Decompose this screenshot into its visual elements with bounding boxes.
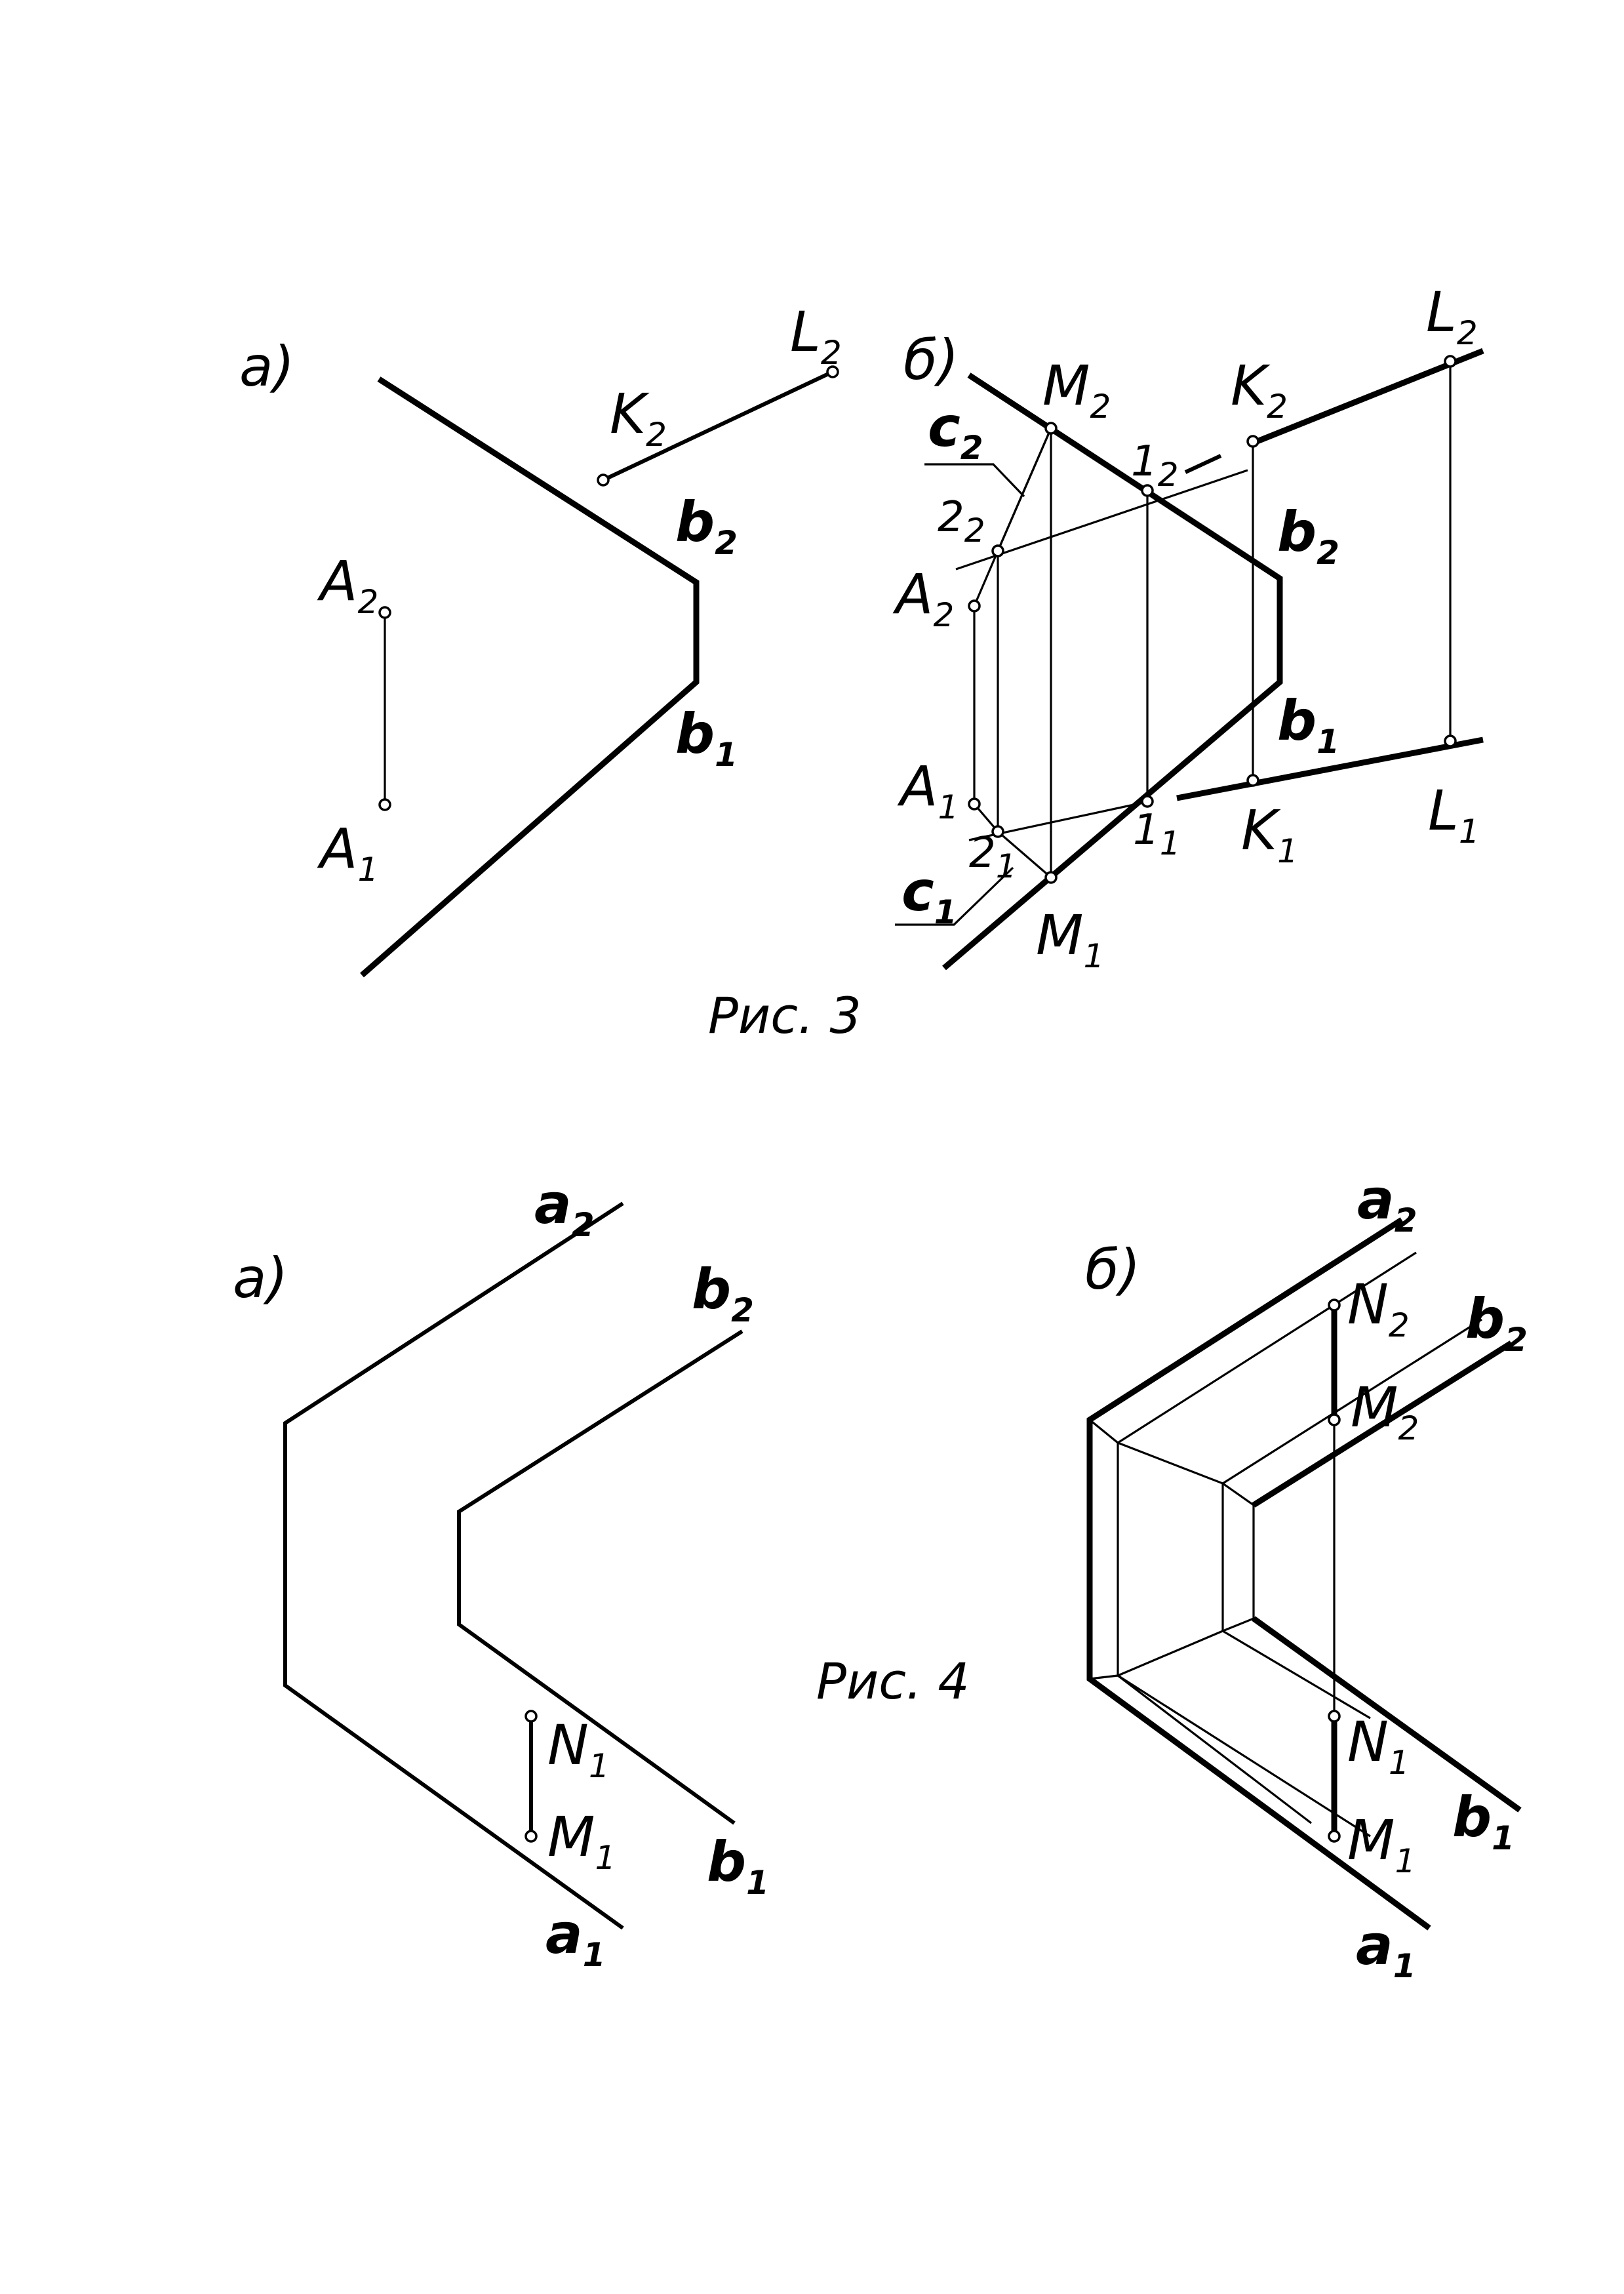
fig4b-label-m2: M2 (1351, 1375, 1419, 1447)
fig3b-label-b2: b2 (1277, 500, 1339, 572)
fig4a-label-m1: M1 (547, 1805, 616, 1877)
fig3b-label-m1: M1 (1036, 903, 1104, 975)
fig3b-label-k2: K2 (1231, 353, 1288, 426)
fig3a-point-a2 (378, 606, 391, 619)
fig3b-line-c2 (955, 469, 1248, 571)
fig3b-label-22: 22 (938, 493, 985, 550)
fig3b-label-k1: K1 (1241, 798, 1298, 870)
fig4b-label-b2: b2 (1465, 1287, 1528, 1359)
fig4a: а) a2 b2 N1 M1 b1 a1 (233, 1172, 769, 1974)
fig4a-point-m1 (525, 1830, 538, 1843)
fig4a-point-n1 (525, 1710, 538, 1723)
fig3b-point-m1 (1044, 871, 1058, 884)
fig3b-point-m2 (1044, 422, 1058, 435)
fig4b-label-m1: M1 (1347, 1808, 1416, 1880)
fig4b-point-m2 (1328, 1413, 1341, 1426)
fig4a-label-b2: b2 (692, 1257, 754, 1329)
fig3b-point-22 (991, 544, 1004, 557)
fig3b-line-kl2-ext (1184, 454, 1222, 474)
fig3b-point-l2 (1444, 355, 1457, 368)
fig4a-tag: а) (233, 1246, 288, 1310)
fig3b-line-kl2 (1248, 348, 1484, 448)
fig3b-label-m2: M2 (1042, 353, 1111, 426)
fig4-caption: Рис. 4 (816, 1652, 970, 1710)
fig3b-label-21: 21 (969, 829, 1017, 885)
fig3b-point-a1 (968, 797, 981, 811)
fig3b-leader-c2 (924, 463, 1025, 498)
fig3b-label-c1: c1 (901, 859, 957, 931)
fig4b-label-a2: a2 (1357, 1167, 1417, 1239)
fig3b-label-a2: A2 (892, 562, 954, 634)
fig3b-tag: б) (903, 328, 959, 392)
fig4b-point-n1 (1328, 1710, 1341, 1723)
fig3b-point-21 (991, 825, 1004, 838)
fig3a-tag: а) (239, 334, 294, 399)
fig4b-plane-inner-link-2 (1089, 1674, 1119, 1680)
fig4b-line-a (1086, 1217, 1431, 1931)
fig4a-label-n1: N1 (547, 1713, 610, 1785)
fig4b: б) a2 N2 b2 M2 N1 b1 M1 a1 (1085, 1167, 1528, 1985)
fig3b-line-b-upper (942, 372, 1283, 971)
fig3a-label-k2: K2 (610, 382, 667, 454)
fig3-caption: Рис. 3 (708, 986, 862, 1045)
fig3b-point-l1 (1444, 734, 1457, 748)
fig3b-point-11 (1141, 795, 1154, 808)
fig4b-label-n1: N1 (1347, 1710, 1410, 1782)
fig4b-label-n2: N2 (1347, 1272, 1410, 1344)
fig3b: б) M2 K2 L2 c2 12 22 b2 A2 b1 A1 L1 11 K… (892, 280, 1484, 975)
fig4a-label-a1: a1 (545, 1902, 605, 1974)
fig3b-label-l1: L1 (1428, 778, 1480, 851)
fig4a-label-b1: b1 (707, 1830, 769, 1902)
fig4b-plane-upper-outer (1117, 1251, 1417, 1838)
fig4b-plane-inner-link (1088, 1419, 1119, 1444)
fig3b-polyline-a2 (973, 428, 1052, 879)
fig4b-plane-face (1117, 1441, 1255, 1677)
fig3a-point-k2 (597, 473, 610, 487)
fig4b-plane-lower (1222, 1630, 1371, 1720)
fig3b-line-m2-22 (997, 428, 1052, 552)
fig3a-label-b2: b2 (675, 490, 738, 562)
fig3b-leader-c1 (895, 866, 1014, 926)
fig3b-point-12 (1141, 484, 1154, 497)
fig3b-label-11: 11 (1133, 806, 1181, 862)
fig4b-line-b1 (1252, 1616, 1522, 1813)
fig3b-line-kl1 (1176, 736, 1484, 801)
fig3b-label-c2: c2 (928, 395, 983, 467)
fig3a-segment-kl (602, 370, 834, 482)
fig4b-label-b1: b1 (1452, 1785, 1515, 1857)
fig3a-point-a1 (378, 798, 391, 811)
fig4b-plane-upper-inner (1221, 1318, 1482, 1631)
fig3b-point-k1 (1246, 774, 1259, 787)
fig3a-label-a1: A1 (317, 816, 378, 889)
fig3a-line-b (360, 376, 700, 978)
fig4a-line-a (283, 1201, 624, 1930)
fig3a-point-l2 (826, 365, 839, 378)
fig4a-line-b (457, 1329, 743, 1825)
fig3a-label-a2: A2 (317, 549, 378, 621)
fig4a-label-a2: a2 (534, 1172, 594, 1244)
fig4b-point-m1 (1328, 1830, 1341, 1843)
fig3b-label-a1: A1 (897, 754, 959, 826)
fig3b-point-k2 (1246, 435, 1259, 448)
fig4b-plane-lower-2 (1117, 1674, 1312, 1824)
fig3a-label-l2: L2 (790, 300, 842, 372)
fig3b-label-12: 12 (1131, 437, 1179, 494)
fig4b-point-n2 (1328, 1298, 1341, 1312)
fig4b-line-b2 (1252, 1340, 1513, 1508)
fig3a: а) L2 K2 b2 b1 A2 A1 (239, 300, 842, 978)
fig4b-tag: б) (1085, 1238, 1141, 1302)
fig3b-label-l2: L2 (1426, 280, 1478, 352)
fig3b-point-a2 (968, 599, 981, 613)
fig3a-label-b1: b1 (675, 702, 738, 774)
fig3b-label-b1: b1 (1277, 689, 1339, 761)
fig4b-label-a1: a1 (1356, 1913, 1416, 1985)
